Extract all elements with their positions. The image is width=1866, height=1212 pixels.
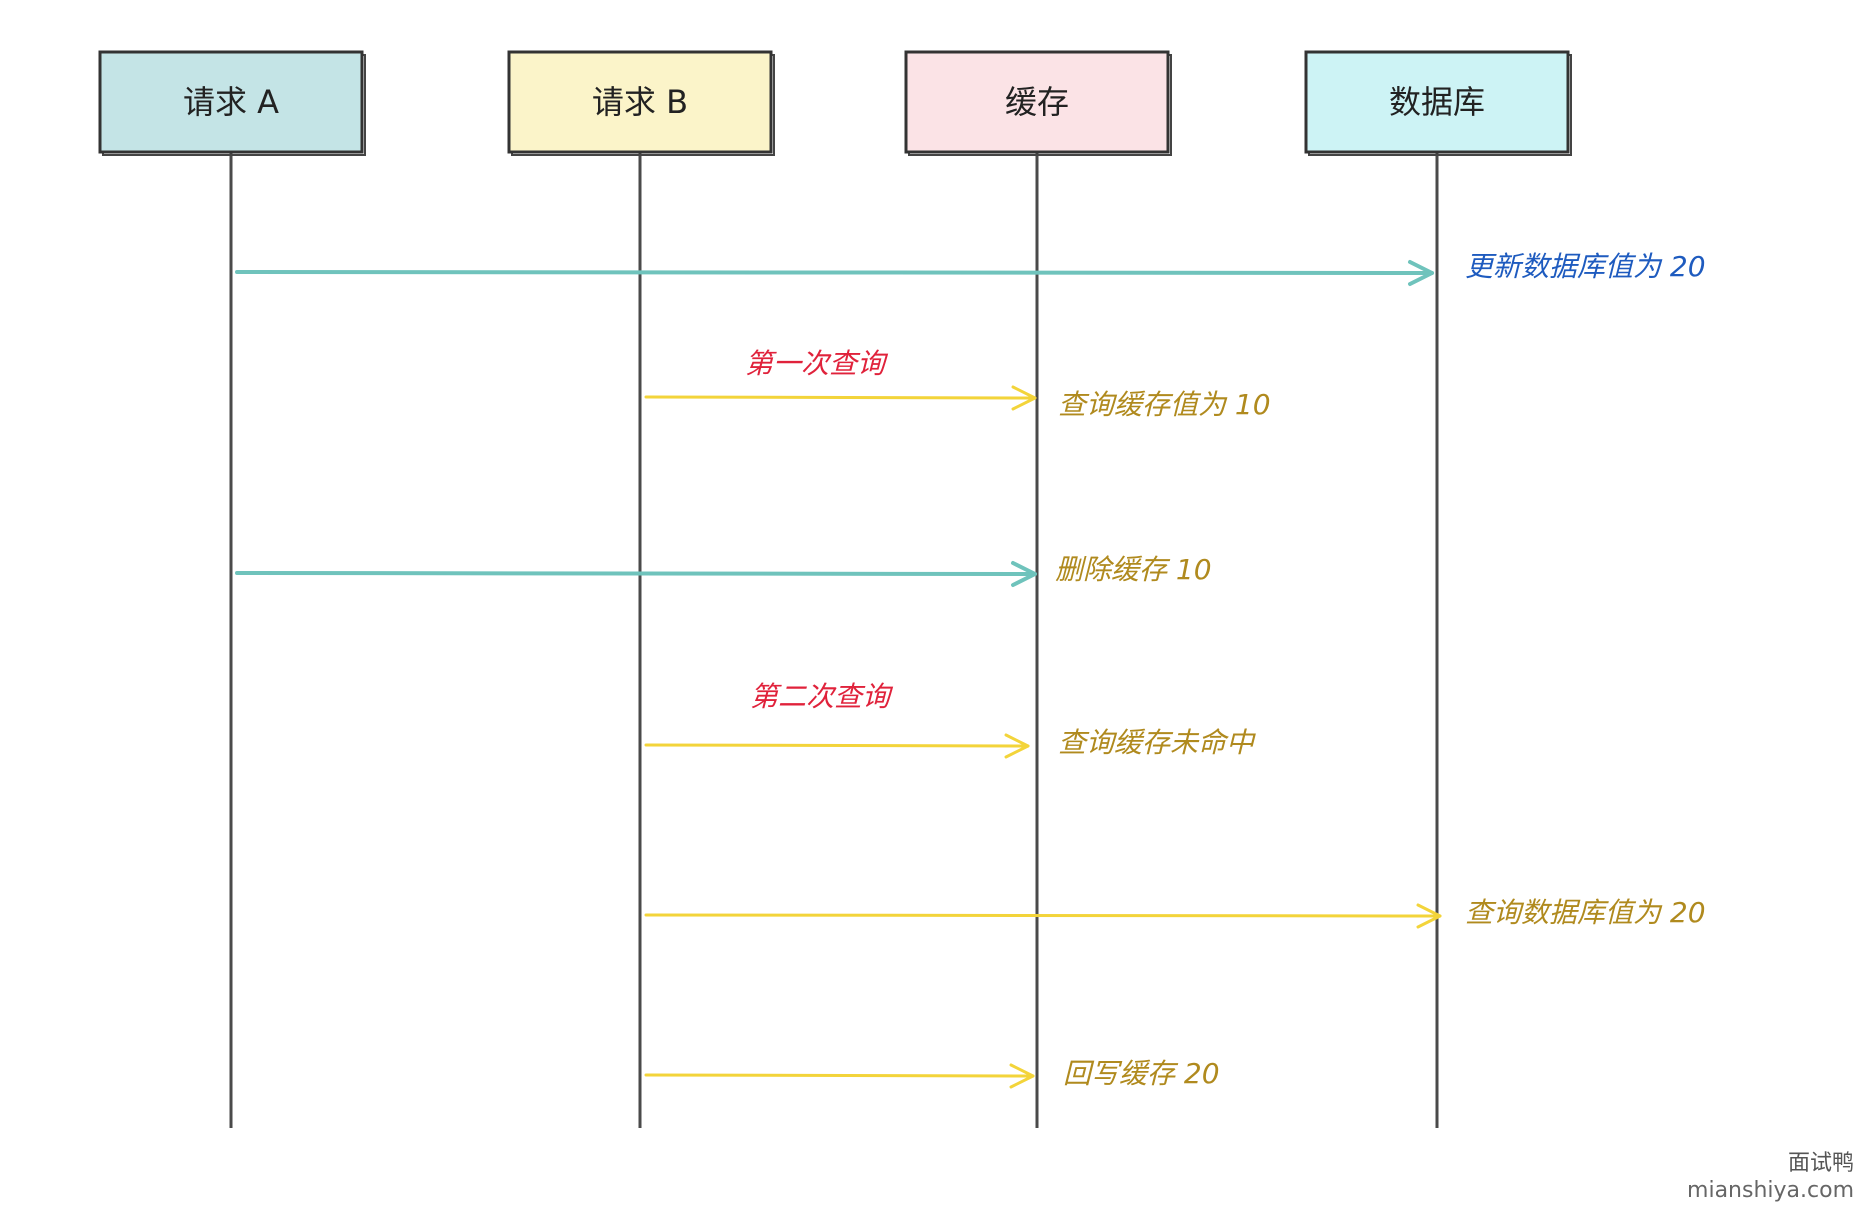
message-label: 回写缓存 20 [1063,1057,1220,1090]
message-label: 查询缓存未命中 [1058,726,1256,759]
message-note: 第二次查询 [750,680,894,713]
message-arrow-line [644,1073,1035,1078]
participant-box-a [98,50,364,154]
participant-label-c: 缓存 [1005,83,1069,121]
arrowhead-icon [1009,1063,1035,1089]
message-label: 更新数据库值为 20 [1465,250,1706,283]
message-note: 第一次查询 [745,347,889,380]
message-arrow-line [235,571,1037,576]
arrowhead-icon [1004,733,1030,759]
message-label: 查询缓存值为 10 [1058,388,1271,421]
message-arrow-line [235,270,1434,275]
participant-box-c [904,50,1170,154]
message-arrow-line [644,743,1030,748]
participant-box-b [507,50,773,154]
arrowhead-icon [1408,260,1434,286]
arrowhead-icon [1011,561,1037,587]
arrowhead-icon [1011,385,1037,411]
message-arrow-line [644,913,1442,918]
participant-label-db: 数据库 [1389,83,1485,121]
participant-label-a: 请求 A [183,83,279,121]
message-label: 删除缓存 10 [1055,553,1212,586]
arrowhead-icon [1416,903,1442,929]
watermark-en: mianshiya.com [1687,1178,1854,1203]
message-label: 查询数据库值为 20 [1465,896,1706,929]
message-arrow-line [644,395,1037,400]
participant-label-b: 请求 B [592,83,688,121]
participant-box-db [1304,50,1570,154]
watermark-cn: 面试鸭 [1787,1151,1854,1176]
